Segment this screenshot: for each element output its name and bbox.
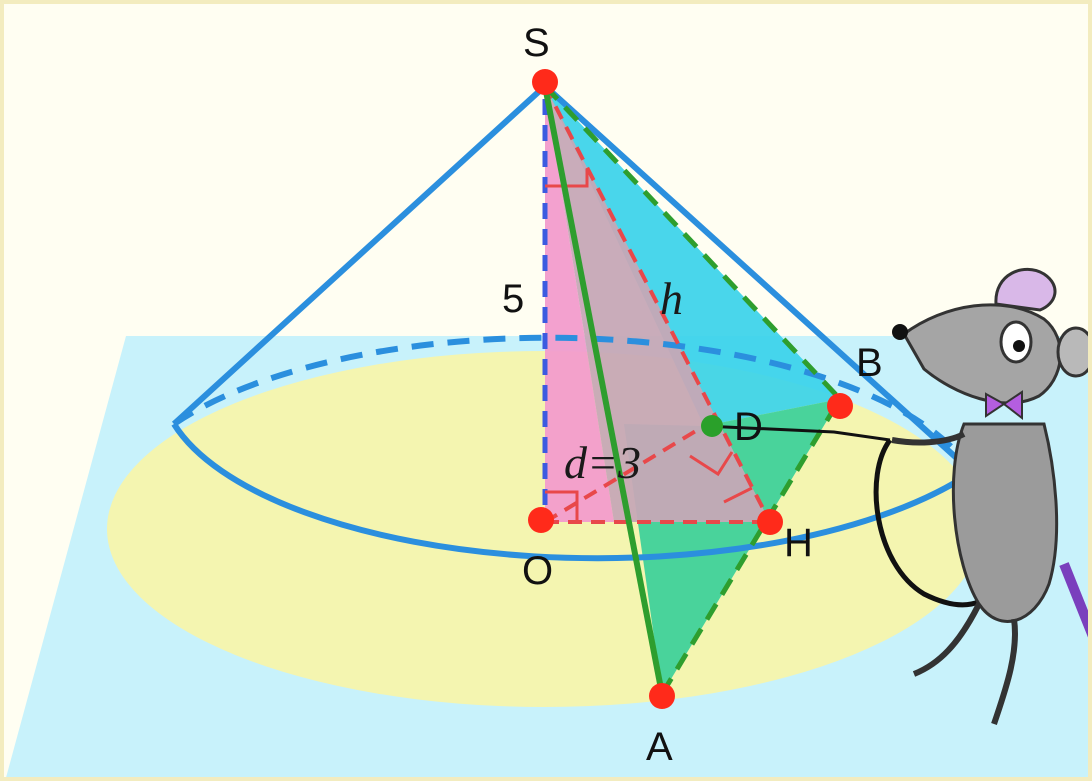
- point-h: [757, 509, 783, 535]
- label-height: 5: [502, 277, 524, 321]
- segment-sh: [543, 85, 772, 523]
- label-a: A: [646, 725, 673, 769]
- base-back-arc: [172, 334, 975, 474]
- base-front-arc: [171, 422, 974, 562]
- right-angle-h: [723, 486, 753, 504]
- label-slant: h: [660, 273, 683, 324]
- label-h: H: [784, 521, 813, 565]
- mouse-mascot-icon: [873, 268, 1088, 725]
- label-distance: d=3: [564, 437, 641, 488]
- point-d: [701, 415, 723, 437]
- segment-sb: [543, 84, 842, 401]
- pointer-line: [703, 424, 891, 442]
- label-s: S: [523, 21, 550, 65]
- point-s: [532, 69, 558, 95]
- segment-sa: [542, 85, 665, 695]
- right-angle-s: [545, 169, 589, 188]
- label-d: D: [734, 405, 763, 449]
- point-b: [827, 393, 853, 419]
- cone-diagram: S O A B H D 5 h d=3: [6, 21, 1088, 777]
- right-angle-d: [689, 451, 734, 477]
- label-b: B: [856, 341, 883, 385]
- right-angle-o: [545, 490, 579, 522]
- point-a: [649, 683, 675, 709]
- point-o: [528, 507, 554, 533]
- cone-right-edge: [542, 83, 975, 475]
- cone-left-edge: [171, 83, 548, 427]
- label-o: O: [522, 549, 553, 593]
- segment-od: [543, 424, 706, 524]
- face-sbd: [545, 86, 840, 426]
